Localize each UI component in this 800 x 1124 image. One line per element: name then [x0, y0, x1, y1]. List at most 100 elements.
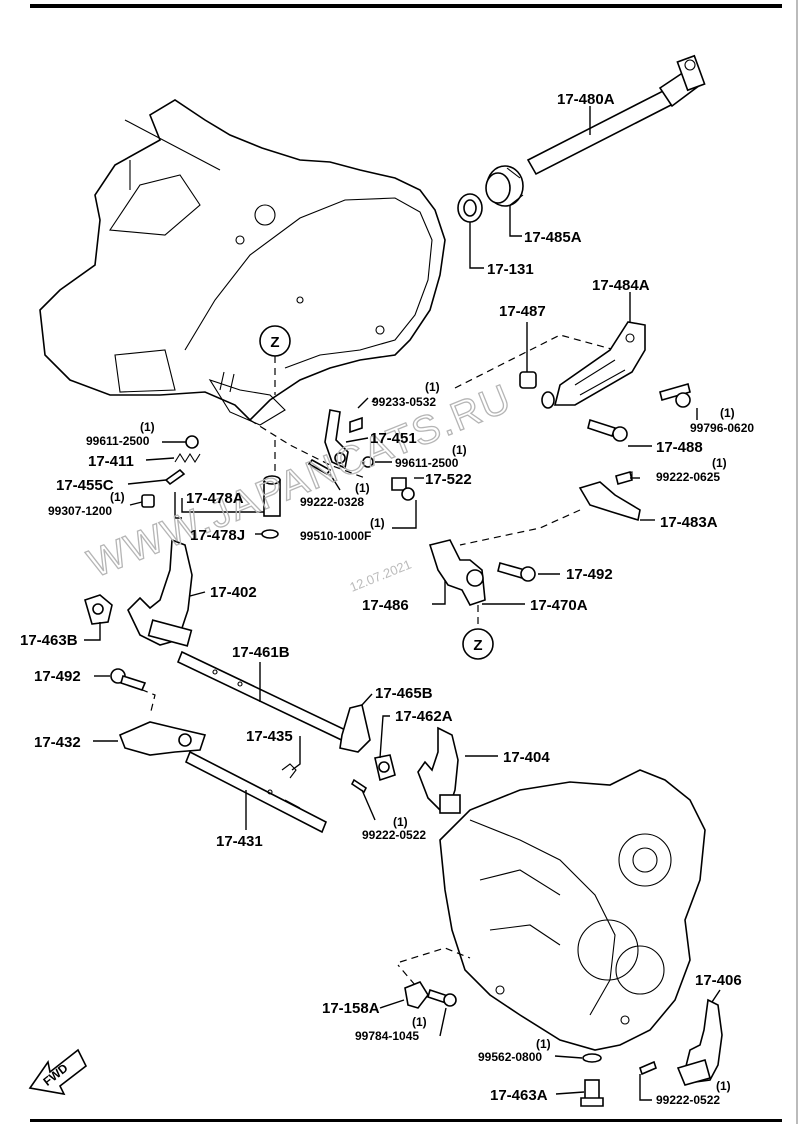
label-17-478A: 17-478A — [186, 490, 244, 507]
label-17-470A: 17-470A — [530, 597, 588, 614]
label-17-411: 17-411 — [88, 453, 134, 470]
ref-marker-bottom-text: Z — [473, 637, 482, 654]
bottom-rule — [30, 1119, 782, 1122]
label-17-488: 17-488 — [656, 439, 703, 456]
label-17-158A: 17-158A — [322, 1000, 380, 1017]
bolt-99796-0620 — [659, 383, 691, 408]
ball-99611-2500-l — [185, 435, 199, 449]
label-17-404: 17-404 — [503, 749, 550, 766]
detent-17-478A — [263, 475, 281, 517]
seal-17-131 — [457, 193, 483, 223]
leader-lines — [84, 106, 721, 1101]
ref-marker-top: Z — [259, 325, 291, 395]
label-99611-2500-r: 99611-2500 — [395, 456, 459, 470]
label-99611-2500-l: 99611-2500 — [86, 434, 150, 448]
ball-99611-2500-r — [362, 456, 374, 468]
interlock-17-465B — [339, 704, 371, 753]
label-99233-0532: 99233-0532 — [372, 395, 436, 409]
label-17-486: 17-486 — [362, 597, 409, 614]
bushing-17-487 — [519, 371, 537, 389]
label-17-487: 17-487 — [499, 303, 546, 320]
washer-99562-0800 — [582, 1053, 602, 1063]
pin-99233-0532 — [349, 416, 363, 434]
label-99307-1200: 99307-1200 — [48, 504, 112, 518]
qty-99784-1045: (1) — [412, 1015, 427, 1029]
bolt-17-488 — [587, 418, 628, 442]
label-17-406: 17-406 — [695, 972, 742, 989]
ref-marker-bottom: Z — [462, 605, 494, 660]
lever-17-462A — [374, 754, 396, 782]
shift-rod-17-480A — [526, 54, 706, 176]
bolt-17-492-l — [110, 668, 147, 691]
label-17-451: 17-451 — [370, 430, 417, 447]
bolt-99222-0625 — [615, 471, 633, 485]
ref-marker-top-text: Z — [270, 334, 279, 351]
label-17-463A: 17-463A — [490, 1087, 548, 1104]
label-99796-0620: 99796-0620 — [690, 421, 754, 435]
bolt-17-492-r — [497, 562, 536, 582]
label-99222-0522-m: 99222-0522 — [362, 828, 426, 842]
plug-99307-1200 — [141, 494, 155, 508]
fork-17-402 — [127, 538, 193, 647]
label-17-465B: 17-465B — [375, 685, 433, 702]
qty-99222-0625: (1) — [712, 456, 727, 470]
boot-17-485A — [485, 165, 524, 207]
gate-plate-17-484A — [553, 321, 646, 406]
block-17-432 — [118, 721, 207, 756]
transmission-case — [439, 769, 706, 1051]
qty-99222-0522-m: (1) — [393, 815, 408, 829]
lever-17-451 — [324, 409, 349, 470]
qty-99233-0532: (1) — [425, 380, 440, 394]
qty-99510-1000F: (1) — [370, 516, 385, 530]
label-17-435: 17-435 — [246, 728, 293, 745]
clutch-housing — [39, 99, 446, 426]
label-17-522: 17-522 — [425, 471, 472, 488]
top-rule — [30, 4, 782, 8]
qty-99307-1200: (1) — [110, 490, 125, 504]
label-17-462A: 17-462A — [395, 708, 453, 725]
rod-17-431 — [184, 750, 328, 834]
label-99222-0522-b: 99222-0522 — [656, 1093, 720, 1107]
fork-17-406 — [676, 998, 723, 1086]
label-17-461B: 17-461B — [232, 644, 290, 661]
washer-upper — [541, 391, 555, 409]
block-17-463B — [84, 594, 113, 625]
bracket-17-158A — [404, 981, 429, 1009]
label-17-455C: 17-455C — [56, 477, 114, 494]
qty-99611-2500-l: (1) — [140, 420, 155, 434]
label-17-432: 17-432 — [34, 734, 81, 751]
label-17-485A: 17-485A — [524, 229, 582, 246]
label-17-478J: 17-478J — [190, 527, 245, 544]
part-labels: 17-480A 17-485A 17-131 17-484A 17-487 (1… — [20, 91, 754, 1107]
fwd-arrow: FWD — [28, 1048, 88, 1096]
pin-99222-0328 — [307, 458, 332, 476]
label-99222-0328: 99222-0328 — [300, 495, 364, 509]
label-17-483A: 17-483A — [660, 514, 718, 531]
label-17-480A: 17-480A — [557, 91, 615, 108]
clip-17-435 — [281, 763, 297, 779]
date-stamp: 12.07.2021 — [348, 556, 414, 594]
pin-17-455C — [164, 468, 186, 486]
label-99510-1000F: 99510-1000F — [300, 529, 371, 543]
label-17-484A: 17-484A — [592, 277, 650, 294]
label-99222-0625: 99222-0625 — [656, 470, 720, 484]
qty-99611-2500-r: (1) — [452, 443, 467, 457]
qty-99796-0620: (1) — [720, 406, 735, 420]
label-17-492-r: 17-492 — [566, 566, 613, 583]
pin-99222-0522-b — [639, 1060, 657, 1076]
spring-17-411 — [174, 452, 201, 464]
bolt-99784-1045 — [427, 988, 457, 1007]
pin-99222-0522-m — [350, 778, 368, 794]
fork-17-404 — [417, 726, 461, 814]
assembly-lines — [129, 334, 616, 986]
qty-99222-0328: (1) — [355, 481, 370, 495]
plug-17-463A — [580, 1079, 604, 1107]
label-17-431: 17-431 — [216, 833, 263, 850]
label-17-492-l: 17-492 — [34, 668, 81, 685]
qty-99562-0800: (1) — [536, 1037, 551, 1051]
plug-17-522 — [391, 477, 415, 501]
oring-17-478J — [261, 529, 279, 539]
shift-lever-17-470A — [428, 539, 486, 606]
label-17-131: 17-131 — [487, 261, 534, 278]
